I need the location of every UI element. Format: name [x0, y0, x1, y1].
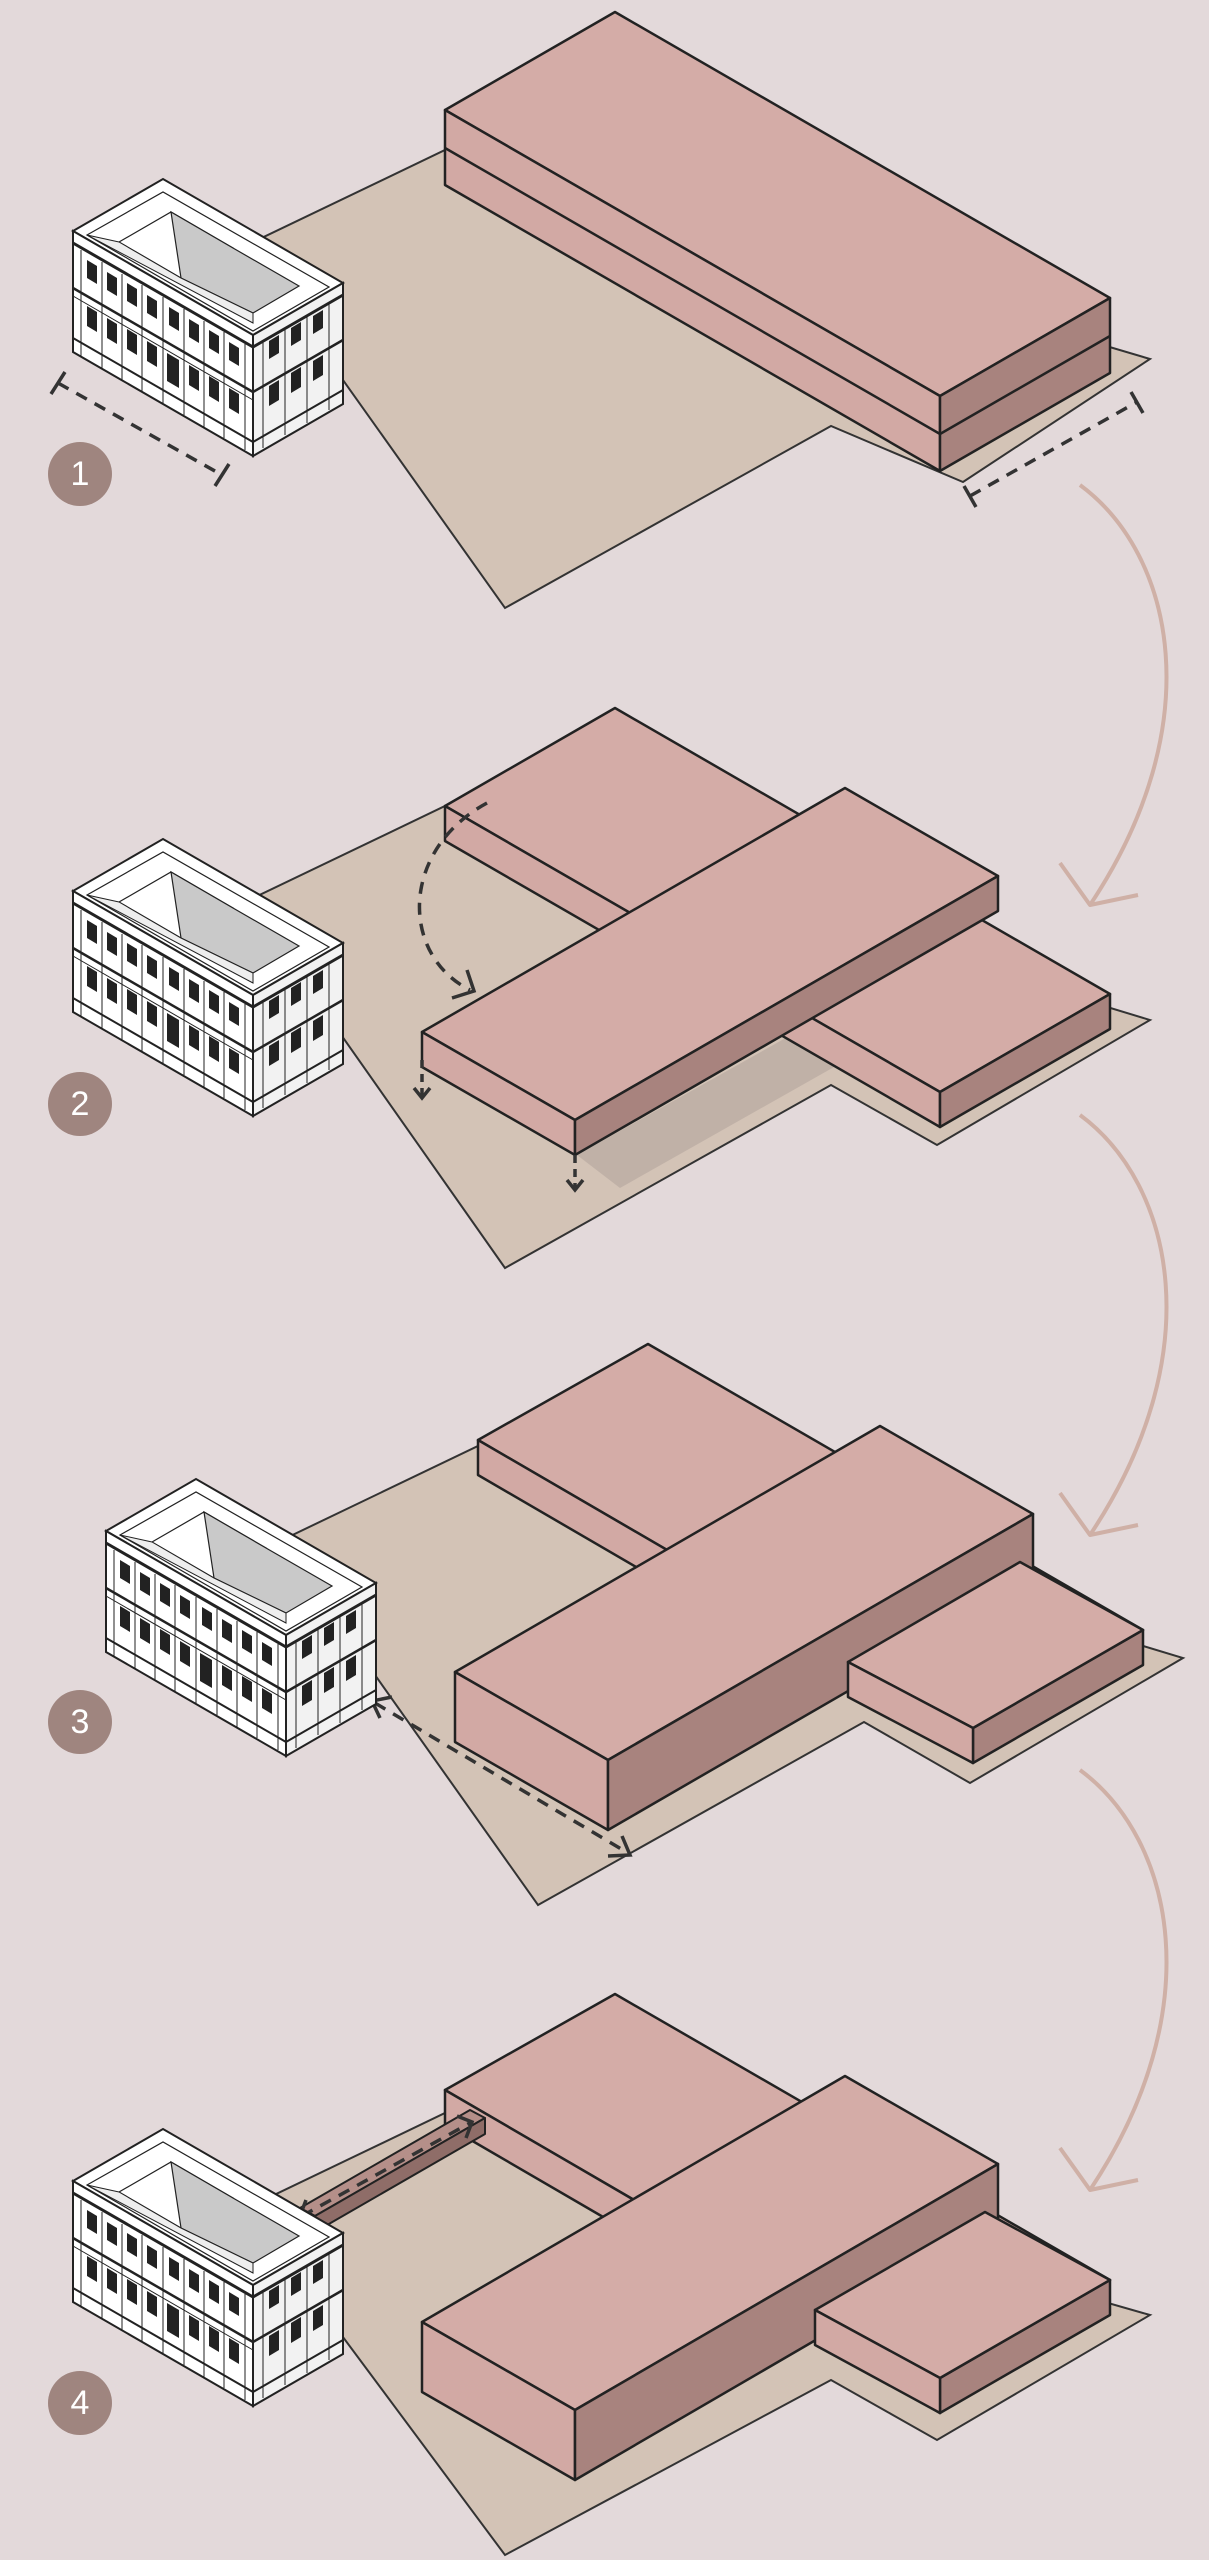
step-2-group: 2: [48, 706, 1153, 1270]
curved-arrow-icon: [1058, 1768, 1169, 2192]
step-number-badge-icon: 2: [48, 1072, 112, 1136]
new-volume-long: [443, 10, 1112, 473]
main-volume: [453, 1424, 1035, 1832]
step-1-group: 1: [48, 10, 1153, 610]
step-number: 3: [71, 1703, 90, 1741]
volume-shadow: [577, 1030, 850, 1188]
rotated-volume: [420, 786, 1000, 1157]
remaining-volume-front: [846, 1560, 1145, 1765]
curved-arrow-icon: [1058, 1113, 1169, 1537]
step-number: 2: [71, 1085, 90, 1123]
dimension-line-icon: [962, 391, 1145, 508]
step-number-badge-icon: 3: [48, 1690, 112, 1754]
step-number: 4: [71, 2384, 90, 2422]
step-4-group: 4: [48, 1992, 1153, 2557]
dashed-move-arrow-icon: [412, 801, 585, 1193]
classical-building-icon: [71, 2127, 345, 2408]
dimension-line-icon: [49, 371, 231, 487]
remaining-volume-front: [813, 2210, 1112, 2415]
curved-arrow-icon: [1058, 483, 1169, 907]
step-number-badge-icon: 4: [48, 2371, 112, 2435]
step-3-group: 3: [48, 1342, 1186, 1907]
step-number: 1: [71, 455, 90, 493]
step-number-badge-icon: 1: [48, 442, 112, 506]
main-volume: [420, 2074, 1000, 2482]
